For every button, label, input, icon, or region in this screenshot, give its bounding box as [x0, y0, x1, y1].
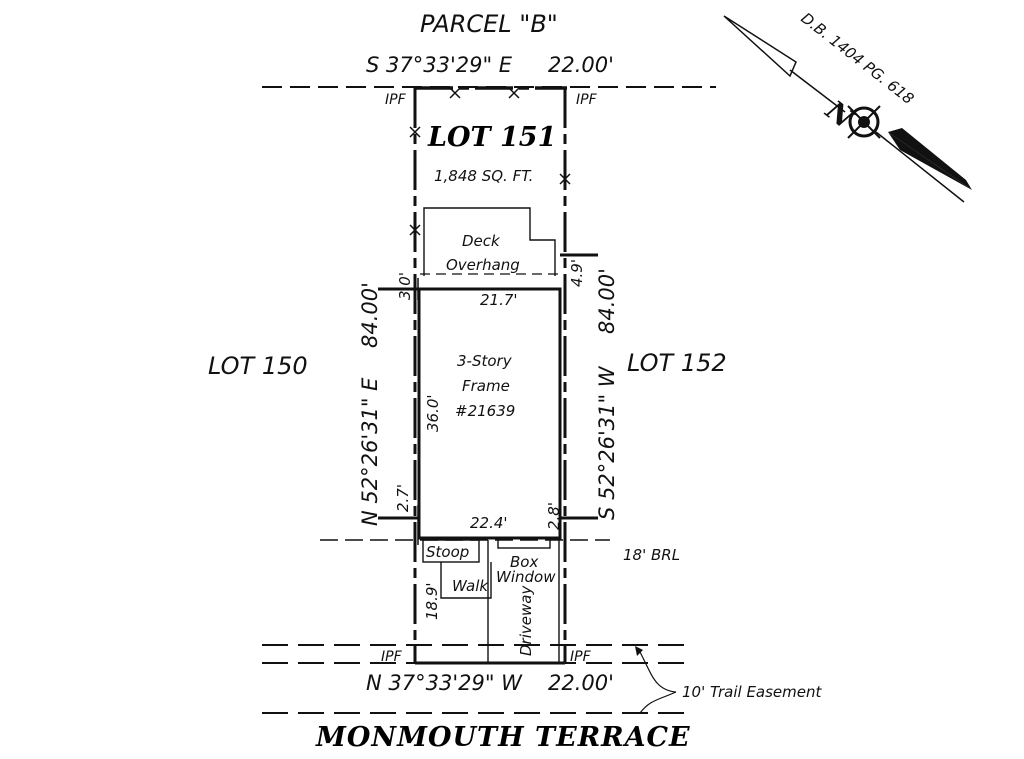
lot-152-label: LOT 152 — [627, 349, 727, 377]
box-window — [497, 537, 551, 549]
top-distance: 22.00' — [548, 53, 614, 77]
box-window-label-1: Box — [510, 553, 538, 571]
right-front-dim: 2.8' — [545, 502, 563, 530]
right-rear-dim: 4.9' — [568, 259, 586, 287]
parcel-b-label: PARCEL "B" — [420, 10, 558, 38]
driveway-label: Driveway — [517, 585, 535, 656]
deed-reference: D.B. 1404 PG. 618 — [798, 9, 918, 108]
house-label-3: #21639 — [455, 402, 515, 420]
easement-leader-2 — [639, 691, 677, 714]
left-front-dim: 2.7' — [394, 484, 412, 512]
lot-151-label: LOT 151 — [427, 122, 556, 153]
house-label-1: 3-Story — [457, 352, 513, 370]
street-name: MONMOUTH TERRACE — [315, 722, 691, 753]
walk-label: Walk — [452, 577, 489, 595]
walk — [440, 562, 492, 599]
bottom-bearing: N 37°33'29" W — [366, 671, 523, 695]
deck-overhang — [423, 207, 556, 276]
house-label-2: Frame — [462, 377, 510, 395]
deck-label-2: Overhang — [446, 256, 520, 274]
lot-area: 1,848 SQ. FT. — [434, 167, 533, 185]
deck-label-1: Deck — [462, 232, 501, 250]
left-distance: 84.00' — [358, 282, 382, 348]
stoop-label: Stoop — [426, 543, 469, 561]
house-front-dimension: 22.4' — [470, 514, 508, 532]
brl-label: 18' BRL — [623, 546, 680, 564]
lot-150-label: LOT 150 — [208, 352, 308, 380]
ipf-bottom-left: IPF — [381, 649, 403, 665]
ipf-bottom-right: IPF — [570, 649, 592, 665]
easement-arrow-1 — [635, 646, 643, 656]
bottom-distance: 22.00' — [548, 671, 614, 695]
stoop — [422, 539, 480, 563]
top-bearing: S 37°33'29" E — [366, 53, 513, 77]
left-bearing: N 52°26'31" E — [358, 377, 382, 526]
house-depth-dimension: 36.0' — [424, 394, 442, 432]
left-rear-dim: 3.0' — [396, 272, 414, 300]
easement-label: 10' Trail Easement — [682, 683, 822, 701]
right-distance: 84.00' — [595, 268, 619, 334]
deck-width-dimension: 21.7' — [480, 291, 518, 309]
right-bearing: S 52°26'31" W — [595, 365, 619, 520]
setback-dimension: 18.9' — [423, 582, 441, 620]
ipf-top-left: IPF — [385, 92, 407, 108]
north-arrow-icon — [723, 15, 972, 203]
easement-leader — [639, 651, 677, 693]
box-window-label-2: Window — [496, 568, 556, 586]
ipf-top-right: IPF — [576, 92, 598, 108]
fence-marks — [409, 87, 571, 236]
house-footprint — [417, 287, 562, 540]
